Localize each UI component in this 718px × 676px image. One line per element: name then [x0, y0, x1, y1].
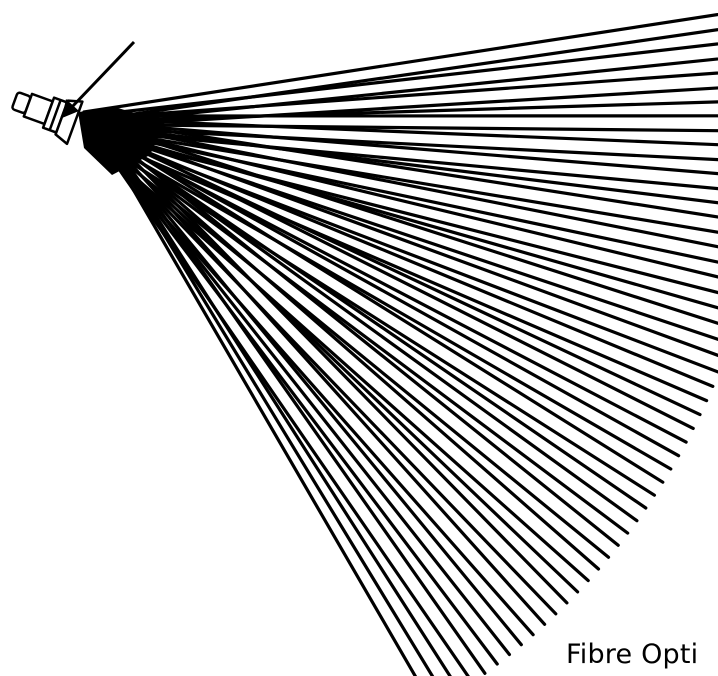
caption-text: Fibre Opti — [566, 638, 698, 672]
fibre-strand — [96, 120, 718, 224]
fibre-strands — [84, 8, 718, 676]
